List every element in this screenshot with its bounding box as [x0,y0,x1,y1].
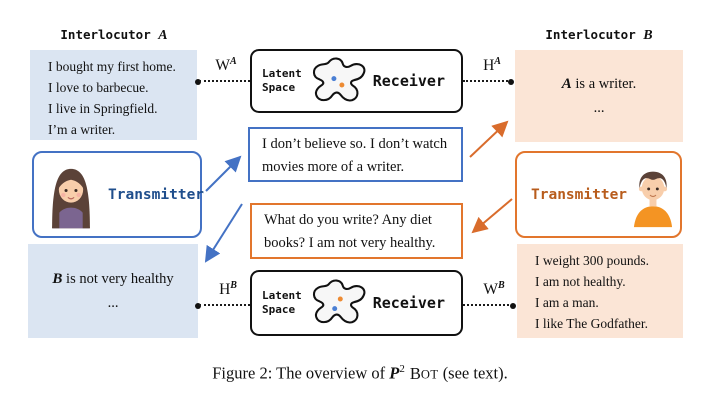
hb-label: HB [204,280,252,299]
latent-line1: Latent [262,289,302,302]
caption-p-sup: 2 [399,363,405,375]
wb-connector-line [463,304,513,306]
persona-a-line: I love to barbecue. [48,80,149,95]
wb-label-sup: B [497,280,505,291]
blue-latent-dot [331,76,337,82]
transmitter-a-label: Transmitter [108,186,205,203]
caption-bot-b: B [409,363,421,383]
hb-connector-dot [195,303,201,309]
utterance-from-a-text: I don’t believe so. I don’t watch movies… [262,136,448,175]
interlocutor-b-header-text: Interlocutor [545,27,636,42]
orange-latent-dot [339,82,345,88]
latent-space-blob [312,57,366,102]
caption-p-script: P [389,363,400,383]
latent-line2: Space [262,303,296,316]
caption-bot-ot: OT [420,367,439,382]
latent-line1: Latent [262,67,302,80]
impression-of-b-ellipsis: ... [107,294,119,311]
impression-of-b-text: B is not very healthy [52,271,173,288]
impression-of-a-letter: A [561,75,572,92]
transmitter-b-label: Transmitter [531,186,628,203]
wa-label-sup: A [229,56,237,67]
arrow-utterance-b-to-impression-b [204,203,243,263]
interlocutor-a-header-text: Interlocutor [60,27,151,42]
ha-label: HA [468,56,516,75]
hb-connector-line [199,304,250,306]
transmitter-b-box: Transmitter [515,151,682,238]
latent-space-label-top: Latent Space [262,67,302,95]
receiver-bottom-box: Latent Space Receiver [250,270,463,336]
utterance-from-a: I don’t believe so. I don’t watch movies… [248,127,463,182]
impression-of-b-body: is not very healthy [62,270,174,287]
impression-of-b-letter: B [52,270,63,287]
woman-avatar [52,168,90,228]
impression-of-b-panel: B is not very healthy ... [28,244,198,338]
impression-of-a-ellipsis: ... [593,99,605,116]
impression-of-a-panel: A is a writer. ... [515,50,683,142]
utterance-from-b-text: What do you write? Any diet books? I am … [264,212,436,251]
arrow-transmitter-a-to-utterance [205,155,242,192]
utterance-from-b: What do you write? Any diet books? I am … [250,203,463,259]
wa-label: WA [202,56,250,75]
persona-a-line: I live in Springfield. [48,101,158,116]
arrow-transmitter-b-to-utterance [471,198,513,234]
blue-latent-dot [331,306,337,312]
arrow-utterance-a-to-impression-a [469,120,509,158]
receiver-label-top: Receiver [372,72,445,90]
latent-line2: Space [262,81,296,94]
persona-b-line: I am a man. [535,295,599,310]
wa-connector-line [199,80,250,82]
interlocutor-a-header: Interlocutor A [30,27,198,44]
transmitter-a-box: Transmitter [32,151,205,238]
impression-of-a-text: A is a writer. [562,76,636,93]
persona-a-panel: I bought my first home. I love to barbec… [30,50,197,140]
receiver-top-box: Latent Space Receiver [250,49,463,113]
caption-prefix: Figure 2: The overview of [212,363,390,383]
persona-a-lines: I bought my first home. I love to barbec… [30,50,197,140]
persona-b-line: I am not healthy. [535,274,626,289]
wb-connector-dot [510,303,516,309]
ha-connector-line [463,80,511,82]
wa-label-base: W [215,57,230,75]
impression-of-a-body: is a writer. [571,75,637,92]
wb-label-base: W [483,281,498,299]
persona-b-panel: I weight 300 pounds. I am not healthy. I… [517,244,683,338]
receiver-label-bottom: Receiver [372,294,445,312]
man-avatar [633,171,673,227]
ha-label-sup: A [494,56,501,67]
ha-connector-dot [508,79,514,85]
hb-label-base: H [219,281,231,299]
orange-latent-dot [337,296,343,302]
latent-space-blob [312,279,366,324]
persona-b-lines: I weight 300 pounds. I am not healthy. I… [517,244,683,334]
wa-connector-dot [195,79,201,85]
persona-a-line: I’m a writer. [48,122,116,137]
interlocutor-b-header: Interlocutor B [515,27,683,44]
wb-label: WB [470,280,518,299]
caption-suffix: (see text). [438,363,508,383]
ha-label-base: H [483,57,495,75]
hb-label-sup: B [230,280,237,291]
persona-b-line: I weight 300 pounds. [535,253,649,268]
persona-a-line: I bought my first home. [48,59,176,74]
persona-b-line: I like The Godfather. [535,316,648,331]
interlocutor-a-letter: A [158,28,168,43]
latent-space-label-bottom: Latent Space [262,289,302,317]
interlocutor-b-letter: B [643,28,653,43]
